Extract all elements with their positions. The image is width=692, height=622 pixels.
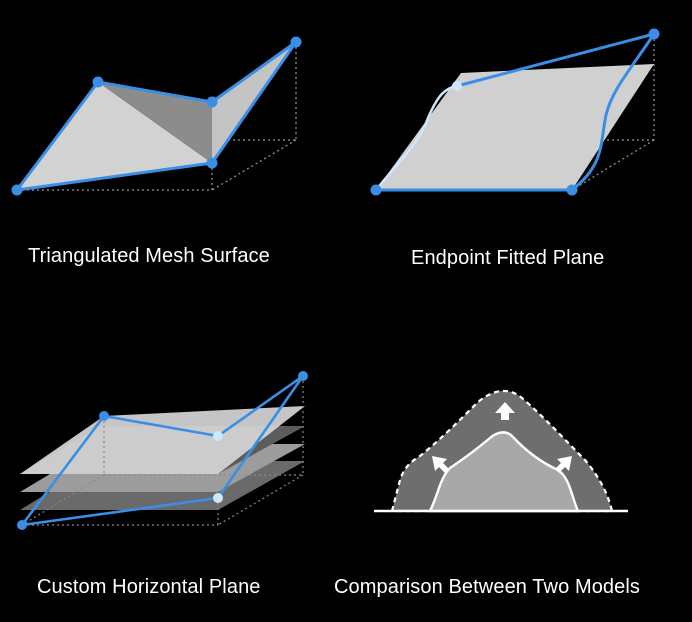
arrow-up-icon [495, 402, 515, 420]
fitted-edge-right [571, 33, 656, 192]
expansion-arrows [432, 402, 572, 473]
fitted-plane [376, 64, 654, 190]
arrow-up-right-icon [555, 456, 572, 473]
caption-triangulated-mesh: Triangulated Mesh Surface [28, 245, 270, 267]
arrow-up-left-icon [432, 456, 449, 473]
mesh-vertex [206, 157, 218, 169]
custom-plane [20, 406, 305, 474]
horizontal-vertex [213, 431, 223, 441]
caption-endpoint-fitted: Endpoint Fitted Plane [411, 247, 605, 269]
caption-custom-horizontal: Custom Horizontal Plane [37, 576, 261, 598]
horizontal-vertex [298, 371, 308, 381]
fitted-edge-top [456, 32, 655, 88]
mesh-vertex [11, 184, 23, 196]
horizontal-vertex [213, 493, 223, 503]
mesh-face-front [17, 82, 212, 190]
mesh-edges [15, 40, 298, 192]
fitted-vertex [370, 184, 382, 196]
mesh-vertices [11, 36, 302, 196]
caption-comparison: Comparison Between Two Models [334, 576, 641, 598]
horizontal-vertex [17, 520, 27, 530]
fitted-vertex [566, 184, 578, 196]
mesh-vertex [92, 76, 104, 88]
horizontal-edges [20, 374, 305, 527]
fitted-vertex [452, 81, 462, 91]
mesh-vertex [206, 96, 218, 108]
fitted-vertices [370, 28, 660, 196]
inner-model [428, 431, 580, 513]
horizontal-guide-lines [21, 376, 304, 526]
mesh-vertex [290, 36, 302, 48]
fitted-vertex [648, 28, 660, 40]
fitted-curve-left [375, 84, 458, 191]
horizontal-vertex [99, 411, 109, 421]
horizontal-vertices [17, 371, 308, 530]
mesh-face-shadow [98, 82, 212, 163]
